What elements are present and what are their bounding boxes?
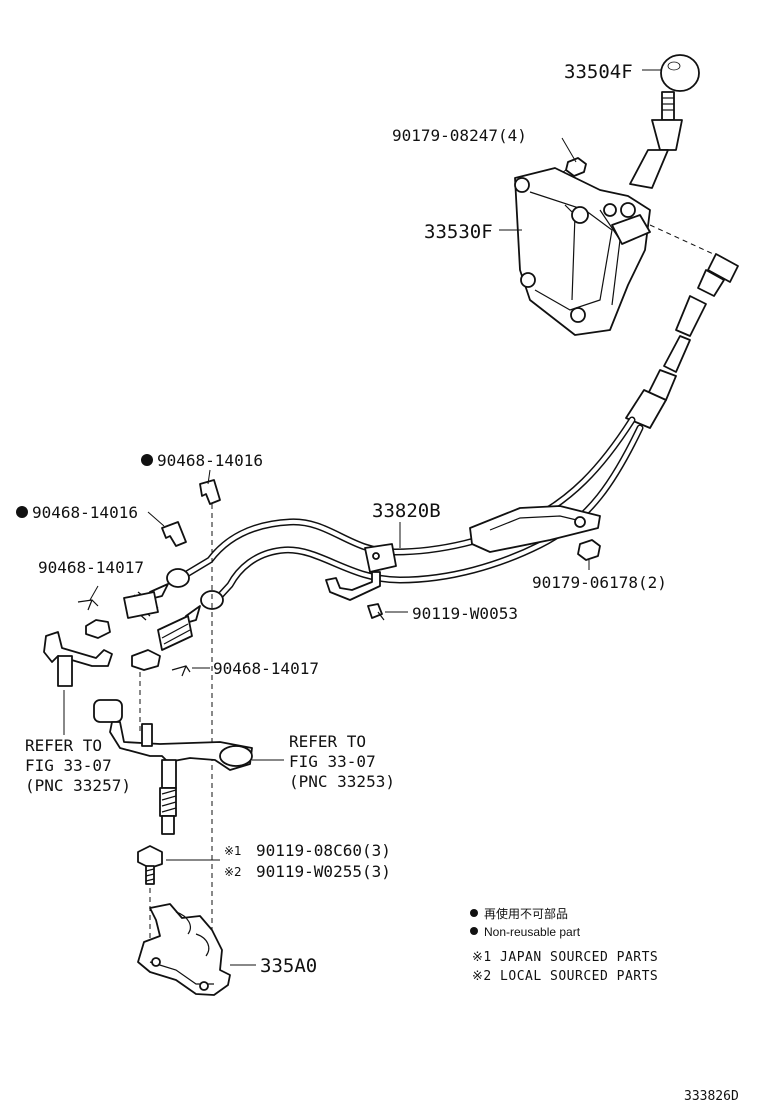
label-pin-left: 90468-14017 xyxy=(38,558,144,577)
cable-end-upper xyxy=(625,253,739,429)
svg-text:(PNC 33253): (PNC 33253) xyxy=(289,772,395,791)
leader-clip-upper xyxy=(207,469,211,485)
cable-mid-bracket xyxy=(325,543,397,601)
label-lever-assy: 33530F xyxy=(424,221,493,243)
legend-en: Non-reusable part xyxy=(484,925,581,939)
legend-note-2: ※2 LOCAL SOURCED PARTS xyxy=(472,969,658,984)
label-clip-left: 90468-14016 xyxy=(32,503,138,522)
label-cable-assy: 33820B xyxy=(372,500,441,522)
svg-text:REFER TO: REFER TO xyxy=(25,736,102,755)
label-knob: 33504F xyxy=(564,61,633,83)
non-reusable-dot xyxy=(141,454,153,466)
shift-lever-lower xyxy=(93,699,284,835)
legend-note-1: ※1 JAPAN SOURCED PARTS xyxy=(472,950,658,965)
pin-left xyxy=(77,585,99,611)
bolt-lower xyxy=(137,845,220,960)
label-clip-upper: 90468-14016 xyxy=(157,451,263,470)
label-bolt-1: 90119-08C60(3) xyxy=(256,841,391,860)
label-nut-top: 90179-08247(4) xyxy=(392,126,527,145)
cable-floor-plate xyxy=(469,505,601,553)
refer-note-right: REFER TO FIG 33-07 (PNC 33253) xyxy=(289,732,395,791)
svg-text:FIG 33-07: FIG 33-07 xyxy=(289,752,376,771)
clip-upper xyxy=(199,479,221,935)
svg-text:REFER TO: REFER TO xyxy=(289,732,366,751)
legend: 再使用不可部品 Non-reusable part ※1 JAPAN SOURC… xyxy=(470,906,658,984)
bracket-base xyxy=(137,903,256,996)
svg-text:(PNC 33257): (PNC 33257) xyxy=(25,776,131,795)
label-bracket: 335A0 xyxy=(260,955,317,977)
legend-jp: 再使用不可部品 xyxy=(484,906,568,921)
selector-lever-left xyxy=(43,631,113,735)
figure-id: 333826D xyxy=(684,1089,739,1104)
svg-text:FIG 33-07: FIG 33-07 xyxy=(25,756,112,775)
non-reusable-dot xyxy=(16,506,28,518)
legend-dot xyxy=(470,927,478,935)
mark-2: ※2 xyxy=(224,865,242,879)
shift-lever-housing xyxy=(499,167,723,336)
legend-dot xyxy=(470,909,478,917)
pin-lower xyxy=(171,665,210,677)
nut-right xyxy=(577,539,601,570)
cable-end-left-1 xyxy=(85,568,190,639)
shift-knob xyxy=(642,54,700,92)
label-bolt-2: 90119-W0255(3) xyxy=(256,862,391,881)
label-bolt-mid: 90119-W0053 xyxy=(412,604,518,623)
label-pin-lower: 90468-14017 xyxy=(213,659,319,678)
clip-left xyxy=(147,511,187,547)
mark-1: ※1 xyxy=(224,844,242,858)
cable-end-left-2 xyxy=(131,590,224,671)
label-nut-right: 90179-06178(2) xyxy=(532,573,667,592)
shift-lever-shaft xyxy=(629,91,683,189)
leader-nut-top xyxy=(561,137,577,163)
refer-note-left: REFER TO FIG 33-07 (PNC 33257) xyxy=(25,736,131,795)
bolt-mid xyxy=(367,603,408,621)
